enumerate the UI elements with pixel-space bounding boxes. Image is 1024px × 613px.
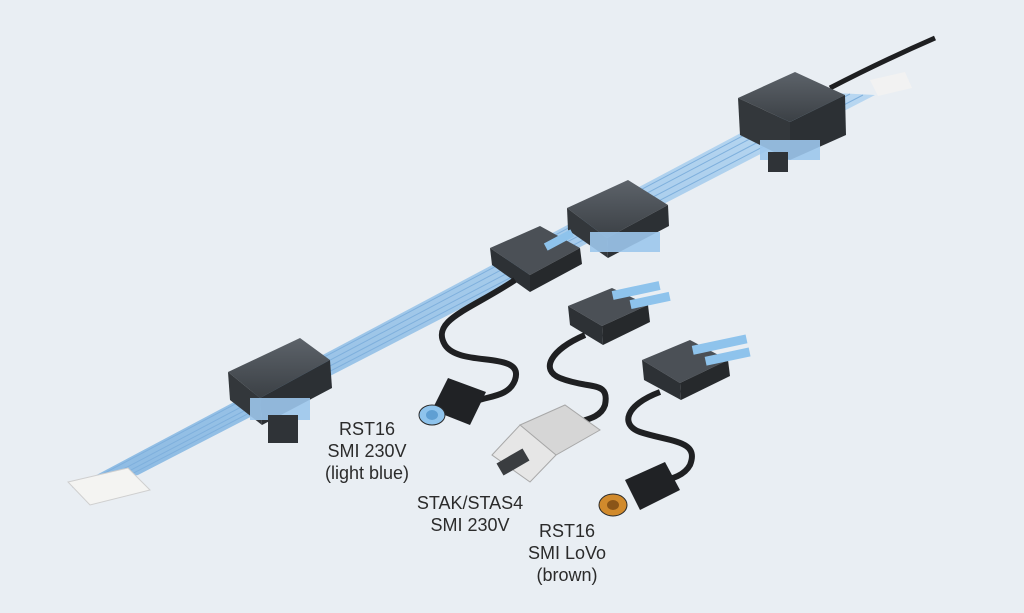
drop-cable-1	[438, 277, 519, 408]
black-cable	[828, 35, 936, 91]
tap-box-right	[738, 72, 846, 172]
plug-mounted	[490, 226, 582, 292]
plug-lovo-top	[642, 334, 751, 400]
label-line: SMI 230V	[430, 515, 510, 535]
label-line: SMI LoVo	[527, 543, 607, 563]
drop-cable-3	[625, 389, 695, 488]
plug-stak-top	[568, 281, 671, 345]
label-line: (light blue)	[324, 463, 410, 483]
label-line: STAK/STAS4	[416, 493, 524, 513]
cable-end-white	[870, 72, 912, 96]
label-stak-stas4: STAK/STAS4 SMI 230V	[410, 492, 530, 536]
label-line: RST16	[338, 419, 396, 439]
label-rst16-brown: RST16 SMI LoVo (brown)	[512, 520, 622, 586]
label-line: RST16	[538, 521, 596, 541]
flat-cable	[72, 92, 875, 488]
tap-box-middle	[567, 180, 669, 258]
label-rst16-light-blue: RST16 SMI 230V (light blue)	[312, 418, 422, 484]
drop-cable-2	[546, 332, 609, 428]
rst16-brown-connector	[598, 462, 680, 517]
stak-connector	[491, 404, 601, 483]
rst16-light-blue-connector	[418, 378, 486, 426]
label-line: SMI 230V	[327, 441, 407, 461]
label-line: (brown)	[536, 565, 598, 585]
tap-box-left	[228, 338, 332, 443]
end-cap	[67, 467, 151, 506]
